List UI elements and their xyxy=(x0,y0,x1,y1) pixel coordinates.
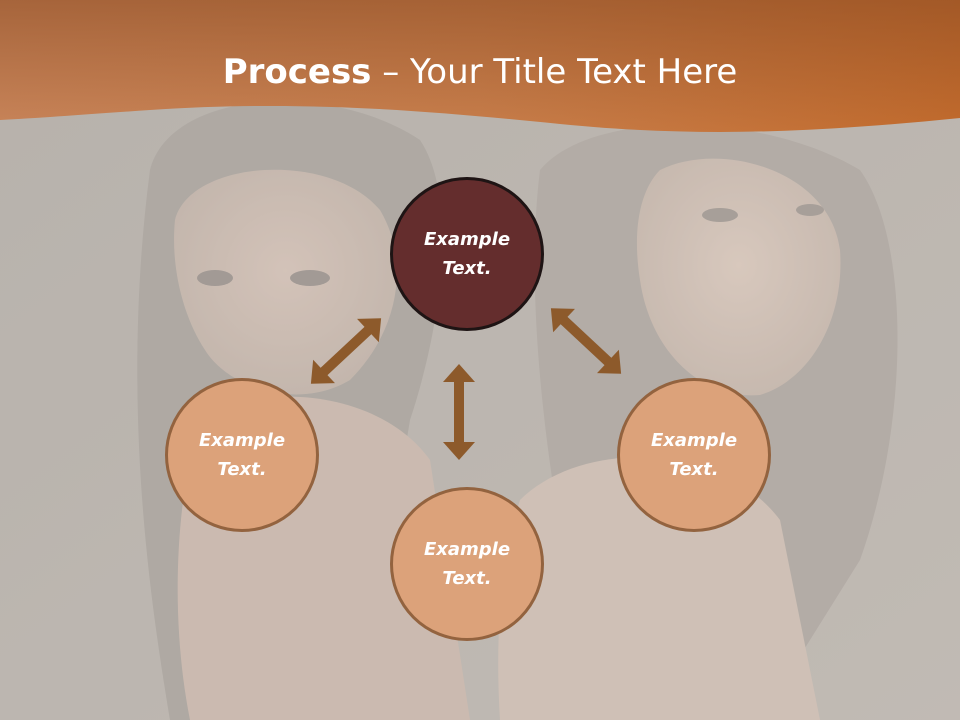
node-top-line1: Example xyxy=(423,229,511,250)
header-band xyxy=(0,0,960,132)
node-bottom-line1: Example xyxy=(423,539,511,560)
node-right-line1: Example xyxy=(650,430,738,451)
node-left[interactable]: Example Text. xyxy=(165,378,319,532)
double-headed-arrow-icon xyxy=(310,318,382,384)
node-bottom-line2: Text. xyxy=(442,568,492,589)
slide-title: Process – Your Title Text Here xyxy=(0,52,960,92)
double-headed-arrow-icon xyxy=(550,308,622,374)
node-top[interactable]: Example Text. xyxy=(390,177,544,331)
node-right-line2: Text. xyxy=(669,459,719,480)
node-top-line2: Text. xyxy=(442,258,492,279)
title-rest: – Your Title Text Here xyxy=(371,52,738,92)
node-left-line2: Text. xyxy=(217,459,267,480)
node-right[interactable]: Example Text. xyxy=(617,378,771,532)
title-bold: Process xyxy=(222,52,372,92)
node-bottom[interactable]: Example Text. xyxy=(390,487,544,641)
double-headed-arrow-icon xyxy=(443,364,475,460)
node-left-line1: Example xyxy=(198,430,286,451)
